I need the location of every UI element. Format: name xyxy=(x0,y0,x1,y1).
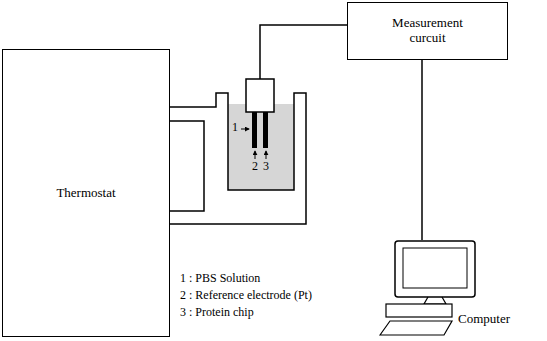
callout-number: 2 xyxy=(252,160,258,174)
computer-base xyxy=(386,304,452,317)
signal-wire xyxy=(421,60,423,240)
thermostat-box: Thermostat xyxy=(2,49,170,337)
water-pipe xyxy=(170,121,204,211)
callout-arrow xyxy=(241,129,249,130)
legend-note: 3 : Protein chip xyxy=(180,306,254,320)
keyboard xyxy=(380,321,452,335)
callout-arrow xyxy=(255,151,256,159)
signal-wire xyxy=(260,25,347,79)
node-label: Computer xyxy=(458,312,510,327)
pbs-solution xyxy=(228,104,294,190)
computer-icon: Computer xyxy=(378,240,543,338)
legend-note: 2 : Reference electrode (Pt) xyxy=(180,289,312,303)
reference-electrode xyxy=(252,112,257,148)
node-label: Measurement curcuit xyxy=(378,16,478,46)
circuit-box: Measurement curcuit xyxy=(347,2,508,60)
legend-note: 1 : PBS Solution xyxy=(180,272,260,286)
electrode-holder xyxy=(246,79,274,112)
callout-number: 1 xyxy=(232,121,238,135)
monitor-screen xyxy=(403,248,467,288)
monitor-stand xyxy=(424,297,446,304)
protein-chip xyxy=(263,112,268,148)
callout-number: 3 xyxy=(263,160,269,174)
monitor xyxy=(395,241,475,297)
callout-arrow xyxy=(266,151,267,159)
water-jacket xyxy=(170,93,306,224)
node-label: Thermostat xyxy=(56,186,115,201)
